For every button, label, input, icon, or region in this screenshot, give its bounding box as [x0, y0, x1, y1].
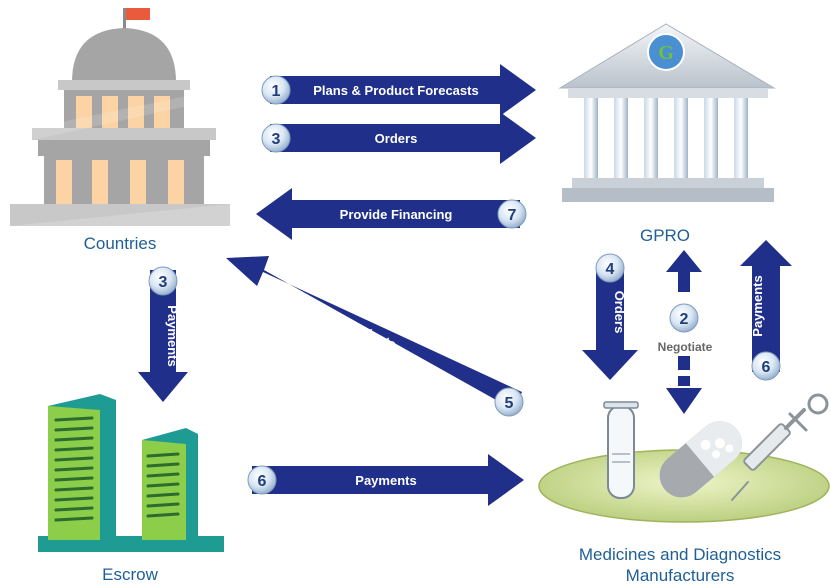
- escrow-label: Escrow: [102, 565, 158, 584]
- capsule-icon: [659, 421, 742, 498]
- step-badge: 1: [261, 75, 291, 105]
- test-tube-icon: [603, 401, 639, 499]
- svg-text:4: 4: [606, 261, 615, 278]
- capitol-icon: [10, 8, 230, 226]
- manufacturers-label-line1: Medicines and Diagnostics: [578, 545, 782, 564]
- orders-top-arrow: Orders: [270, 112, 536, 164]
- step-badge: 4: [595, 253, 625, 283]
- gpro-payments-arrow: Payments: [740, 240, 792, 372]
- svg-text:1: 1: [272, 83, 281, 100]
- bottom-payments-arrow: Payments: [252, 454, 524, 506]
- plans-arrow-label: Plans & Product Forecasts: [313, 83, 478, 98]
- flag-icon: [126, 8, 150, 20]
- svg-text:3: 3: [159, 274, 168, 291]
- manufacturer-orders-arrow: Orders: [582, 264, 638, 380]
- negotiate-arrow: Negotiate: [658, 250, 713, 414]
- step-badge: 5: [494, 387, 524, 417]
- svg-text:3: 3: [272, 131, 281, 148]
- financing-arrow: Provide Financing: [256, 188, 520, 240]
- manufacturers-label: Medicines and Diagnostics Manufacturers: [540, 544, 820, 586]
- bottom-payments-arrow-label: Payments: [355, 473, 416, 488]
- medicines-icon: [538, 393, 830, 523]
- svg-text:6: 6: [762, 359, 771, 376]
- negotiate-label: Negotiate: [658, 340, 713, 354]
- svg-text:7: 7: [508, 207, 517, 224]
- step-badge: 2: [669, 303, 699, 333]
- step-badge: 7: [497, 199, 527, 229]
- svg-text:6: 6: [258, 473, 267, 490]
- escrow-payments-arrow-label: Payments: [165, 305, 180, 366]
- syringe-icon: [731, 393, 829, 501]
- products-arrow: Products: [226, 256, 522, 410]
- products-arrow-label: Products: [341, 316, 399, 353]
- manufacturer-orders-arrow-label: Orders: [612, 291, 627, 334]
- countries-label: Countries: [83, 234, 157, 253]
- step-badge: 3: [148, 266, 178, 296]
- step-badge: 6: [751, 351, 781, 381]
- escrow-buildings-icon: [38, 394, 224, 552]
- escrow-payments-arrow: Payments: [138, 270, 188, 402]
- orders-top-arrow-label: Orders: [375, 131, 418, 146]
- step-badge: 3: [261, 123, 291, 153]
- svg-text:5: 5: [505, 395, 514, 412]
- svg-text:2: 2: [680, 311, 689, 328]
- gpro-logo-icon: [648, 34, 684, 70]
- step-badge: 6: [247, 465, 277, 495]
- gpro-building-icon: G: [558, 23, 776, 202]
- gpro-logo-letter: G: [658, 42, 674, 64]
- manufacturers-label-line2: Manufacturers: [625, 566, 735, 585]
- gpro-payments-arrow-label: Payments: [750, 275, 765, 336]
- plans-arrow: Plans & Product Forecasts: [270, 64, 536, 116]
- gpro-label: GPRO: [639, 226, 691, 245]
- financing-arrow-label: Provide Financing: [340, 207, 453, 222]
